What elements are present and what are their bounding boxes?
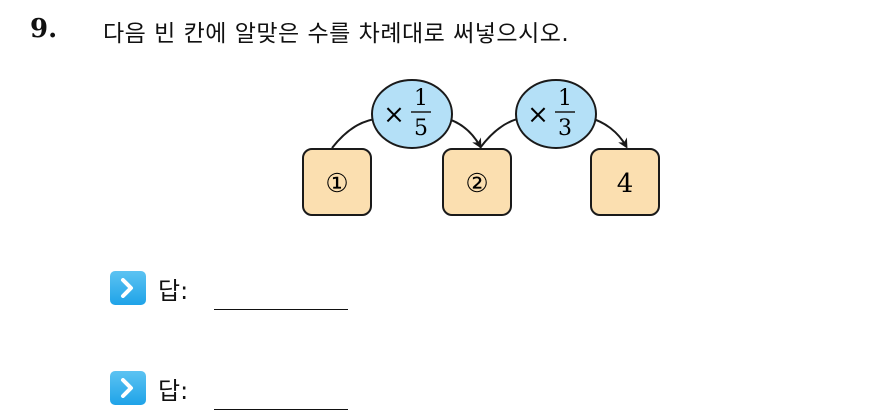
box-1-label: ① bbox=[325, 169, 348, 199]
answer-blank-1[interactable] bbox=[214, 309, 348, 310]
operator-2-denominator: 3 bbox=[558, 116, 572, 141]
arc-2 bbox=[479, 117, 523, 149]
operation-diagram: ① ② 4 × 1 5 × 1 3 bbox=[302, 79, 660, 216]
question-number: 9. bbox=[30, 14, 58, 44]
operator-1-numerator: 1 bbox=[414, 86, 428, 111]
answer-label: 답: bbox=[158, 277, 189, 305]
answer-arrow-icon bbox=[110, 271, 146, 305]
operator-1-symbol: × bbox=[383, 100, 405, 130]
answer-arrow-icon bbox=[110, 371, 146, 405]
operator-2-numerator: 1 bbox=[558, 86, 572, 111]
box-3: 4 bbox=[590, 148, 660, 216]
operator-oval-2: × 1 3 bbox=[515, 79, 597, 149]
box-1: ① bbox=[302, 148, 372, 216]
operator-2-symbol: × bbox=[527, 100, 549, 130]
operator-oval-1: × 1 5 bbox=[371, 79, 453, 149]
question-text: 다음 빈 칸에 알맞은 수를 차례대로 써넣으시오. bbox=[103, 21, 570, 47]
box-2: ② bbox=[442, 148, 512, 216]
answer-label: 답: bbox=[158, 377, 189, 405]
operator-1-denominator: 5 bbox=[414, 116, 428, 141]
answer-blank-2[interactable] bbox=[214, 409, 348, 410]
box-2-label: ② bbox=[465, 169, 488, 199]
box-3-label: 4 bbox=[617, 169, 634, 199]
